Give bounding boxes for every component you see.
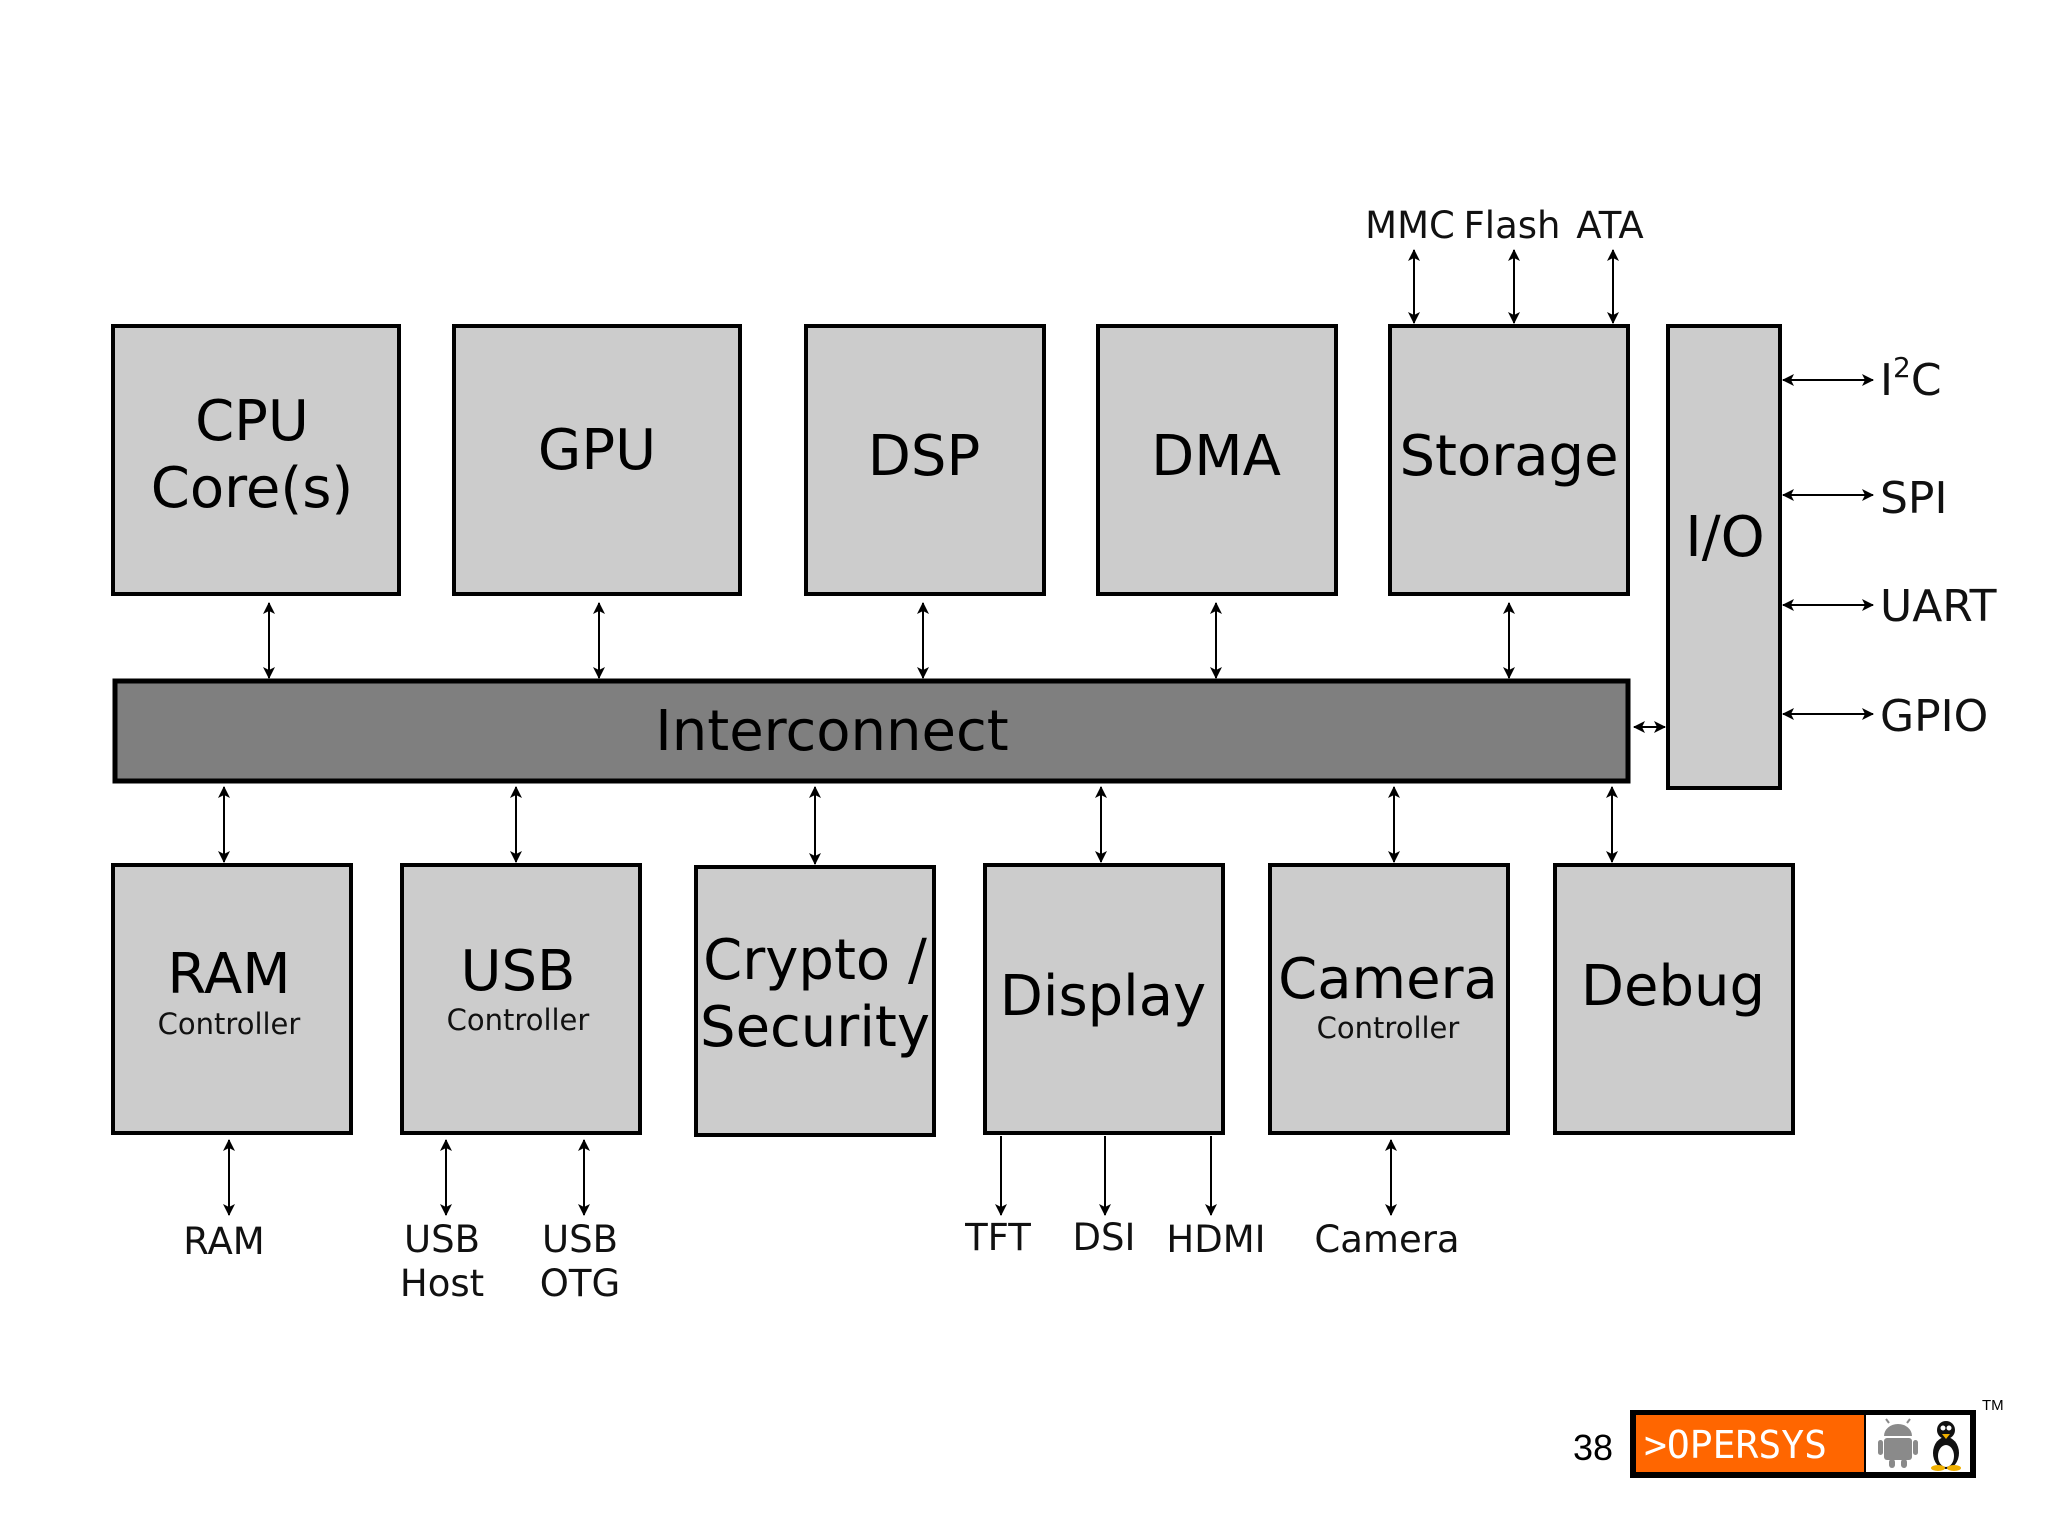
bottom-bus-connectors	[218, 786, 1618, 865]
flash-port-label: Flash	[1464, 204, 1561, 247]
usb-controller-subtitle: Controller	[447, 1003, 590, 1037]
usb-controller-block: USB Controller	[400, 863, 642, 1135]
crypto-security-block: Crypto / Security	[694, 865, 936, 1137]
cpu-label-line1: CPU	[195, 389, 309, 454]
dsi-port-label: DSI	[1073, 1216, 1136, 1259]
storage-block: Storage	[1388, 324, 1630, 596]
hdmi-port-label: HDMI	[1166, 1218, 1265, 1261]
camera-controller-title: Camera	[1278, 947, 1498, 1012]
ram-controller-subtitle: Controller	[158, 1007, 301, 1041]
storage-ports: MMC Flash ATA	[1365, 204, 1644, 324]
io-ports: I2C SPI UART GPIO	[1782, 351, 1997, 742]
usb-otg-label-line1: USB	[542, 1218, 618, 1261]
i2c-superscript: 2	[1893, 351, 1911, 384]
usb-controller-title: USB	[461, 939, 576, 1004]
opersys-logo: >OPERSYS	[1630, 1397, 2004, 1478]
interconnect-label: Interconnect	[655, 699, 1008, 764]
dma-label: DMA	[1151, 424, 1281, 489]
uart-port-label: UART	[1880, 581, 1997, 632]
i2c-port-label: I2C	[1880, 351, 1942, 406]
gpu-block: GPU	[452, 324, 742, 596]
dma-block: DMA	[1096, 324, 1338, 596]
usb-host-label-line1: USB	[404, 1218, 480, 1261]
crypto-label-line1: Crypto /	[703, 928, 927, 993]
slide-footer: 38 >OPERSYS	[1573, 1397, 2004, 1478]
gpu-label: GPU	[538, 418, 656, 483]
camera-controller-block: Camera Controller	[1268, 863, 1510, 1135]
interconnect-bus: Interconnect	[112, 678, 1631, 784]
bottom-ports: RAM USB Host USB OTG TFT DSI HDMI Camera	[183, 1136, 1460, 1305]
dsp-label: DSP	[868, 424, 980, 489]
io-block: I/O	[1666, 324, 1782, 790]
display-label: Display	[1000, 964, 1206, 1029]
cpu-cores-block: CPU Core(s)	[111, 324, 401, 596]
spi-port-label: SPI	[1880, 473, 1947, 524]
ram-port-label: RAM	[183, 1220, 264, 1263]
logo-text: >OPERSYS	[1644, 1423, 1827, 1467]
android-icon	[1878, 1418, 1918, 1468]
crypto-label-line2: Security	[700, 995, 930, 1060]
page-number: 38	[1573, 1427, 1613, 1468]
usb-host-label-line2: Host	[400, 1262, 484, 1305]
debug-label: Debug	[1581, 954, 1765, 1019]
i2c-base: I	[1880, 355, 1893, 406]
camera-port-label: Camera	[1314, 1218, 1459, 1261]
gpio-port-label: GPIO	[1880, 691, 1988, 742]
tft-port-label: TFT	[964, 1216, 1031, 1259]
debug-block: Debug	[1553, 863, 1795, 1135]
ata-port-label: ATA	[1576, 204, 1643, 247]
ram-controller-block: RAM Controller	[111, 863, 353, 1135]
dsp-block: DSP	[804, 324, 1046, 596]
io-label: I/O	[1685, 505, 1764, 570]
i2c-end: C	[1911, 355, 1942, 406]
mmc-port-label: MMC	[1365, 204, 1455, 247]
storage-label: Storage	[1399, 424, 1618, 489]
ram-controller-title: RAM	[167, 942, 290, 1007]
usb-otg-label-line2: OTG	[540, 1262, 620, 1305]
display-block: Display	[983, 863, 1225, 1135]
cpu-label-line2: Core(s)	[151, 456, 353, 521]
trademark-mark: TM	[1982, 1397, 2004, 1414]
logo-orange-panel	[1636, 1415, 1864, 1472]
top-bus-connectors	[263, 602, 1666, 733]
camera-controller-subtitle: Controller	[1317, 1011, 1460, 1045]
tux-penguin-icon	[1931, 1421, 1961, 1471]
